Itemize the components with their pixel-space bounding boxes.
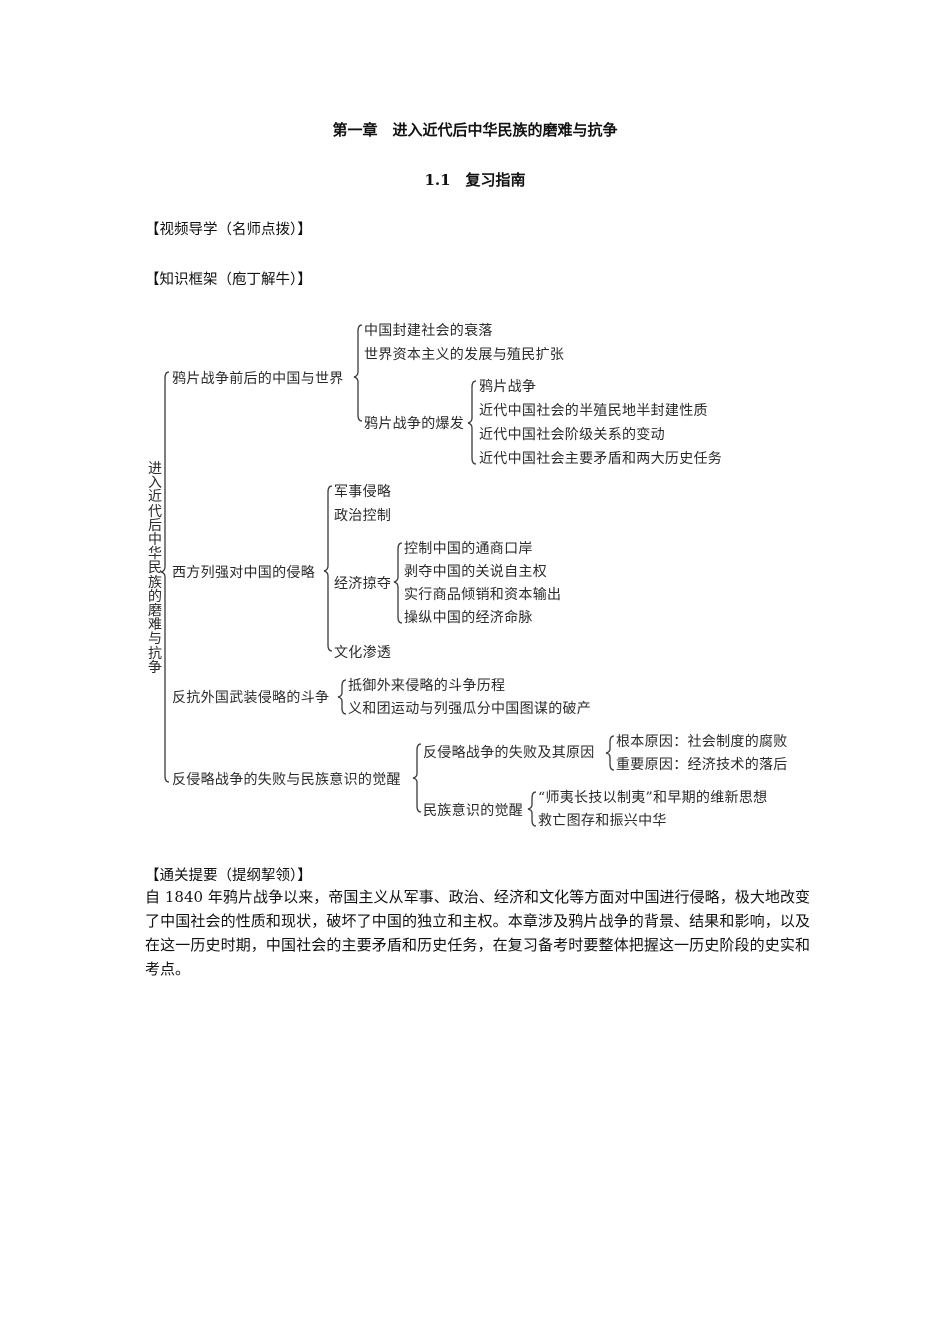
diagram-root-title: 进 入 近 代 后 中 华 民 族 的 磨 难 与 抗 争 bbox=[147, 462, 163, 675]
branch-armed-resistance: 反抗外国武装侵略的斗争 bbox=[172, 690, 330, 706]
node-customs-autonomy: 剥夺中国的关说自主权 bbox=[404, 564, 547, 580]
node-military-aggression: 军事侵略 bbox=[334, 484, 392, 500]
node-capitalism-expansion: 世界资本主义的发展与殖民扩张 bbox=[364, 347, 565, 363]
root-char: 华 bbox=[148, 546, 162, 563]
branch-opium-war-china-world: 鸦片战争前后的中国与世界 bbox=[172, 371, 344, 387]
node-boxer-movement: 义和团运动与列强瓜分中国图谋的破产 bbox=[348, 701, 592, 717]
node-trade-ports: 控制中国的通商口岸 bbox=[404, 541, 533, 557]
chapter-title: 第一章 进入近代后中华民族的磨难与抗争 bbox=[332, 121, 618, 139]
node-semi-colonial-nature: 近代中国社会的半殖民地半封建性质 bbox=[479, 403, 708, 419]
node-failure-causes: 反侵略战争的失败及其原因 bbox=[423, 745, 595, 761]
root-char: 民 bbox=[148, 560, 162, 577]
root-char: 后 bbox=[148, 517, 162, 534]
branch-western-aggression: 西方列强对中国的侵略 bbox=[172, 565, 315, 581]
root-char: 进 bbox=[148, 461, 162, 477]
root-char: 难 bbox=[148, 617, 162, 634]
node-opium-war-outbreak: 鸦片战争的爆发 bbox=[364, 416, 465, 432]
node-political-control: 政治控制 bbox=[334, 508, 392, 524]
node-economic-lifeline: 操纵中国的经济命脉 bbox=[404, 610, 533, 626]
knowledge-framework-heading: 【知识框架（庖丁解牛）】 bbox=[145, 272, 312, 288]
node-main-contradictions: 近代中国社会主要矛盾和两大历史任务 bbox=[479, 451, 723, 467]
branch-failure-awakening: 反侵略战争的失败与民族意识的觉醒 bbox=[172, 772, 401, 788]
root-char: 代 bbox=[148, 503, 162, 520]
summary-paragraph: 自 1840 年鸦片战争以来，帝国主义从军事、政治、经济和文化等方面对中国进行侵… bbox=[145, 888, 810, 978]
node-root-cause: 根本原因：社会制度的腐败 bbox=[616, 734, 788, 750]
node-important-cause: 重要原因：经济技术的落后 bbox=[616, 757, 788, 773]
node-class-relations: 近代中国社会阶级关系的变动 bbox=[479, 427, 665, 443]
root-char: 中 bbox=[148, 532, 162, 549]
root-char: 入 bbox=[148, 475, 162, 492]
root-char: 近 bbox=[148, 489, 162, 506]
node-resistance-history: 抵御外来侵略的斗争历程 bbox=[348, 678, 506, 694]
root-char: 与 bbox=[148, 631, 162, 648]
node-economic-plunder: 经济掠夺 bbox=[334, 576, 392, 592]
video-guide-heading: 【视频导学（名师点拨）】 bbox=[145, 222, 312, 238]
section-title: 1.1 复习指南 bbox=[424, 171, 526, 189]
root-char: 争 bbox=[148, 659, 162, 676]
root-char: 的 bbox=[148, 588, 162, 605]
node-feudal-decline: 中国封建社会的衰落 bbox=[364, 323, 493, 339]
node-opium-war: 鸦片战争 bbox=[479, 379, 537, 395]
node-learn-from-west: “师夷长技以制夷”和早期的维新思想 bbox=[538, 790, 768, 806]
root-char: 磨 bbox=[148, 603, 162, 620]
root-char: 族 bbox=[148, 574, 162, 591]
node-cultural-infiltration: 文化渗透 bbox=[334, 645, 392, 661]
summary-heading: 【通关提要（提纲挈领）】 bbox=[145, 868, 312, 884]
root-char: 抗 bbox=[148, 645, 162, 662]
node-save-nation: 救亡图存和振兴中华 bbox=[538, 813, 667, 829]
node-dumping-capital: 实行商品倾销和资本输出 bbox=[404, 587, 562, 603]
node-national-awakening: 民族意识的觉醒 bbox=[423, 803, 524, 819]
